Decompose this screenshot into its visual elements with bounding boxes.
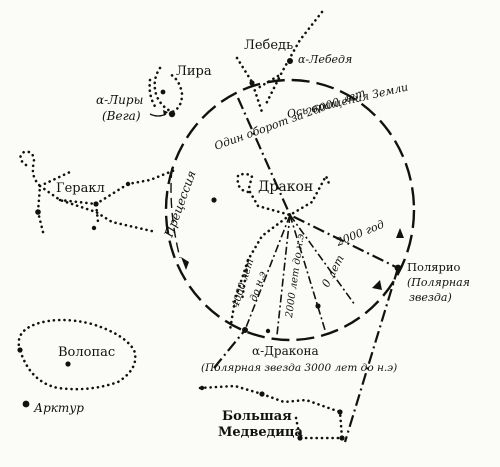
years-4000bc-label-1: 4000 лет [230,258,256,310]
thuban-label-2: (Полярная звезда 3000 лет до н.э) [201,362,397,374]
years-0-label: 0 лет [319,253,347,290]
bootes-label: Волопас [58,345,115,360]
year-2000-label: 2000 год [333,218,386,249]
ray-4000bc [244,214,291,331]
ray-0 [289,214,326,331]
axis-extension-line [343,267,400,443]
vega-pointer [149,113,167,117]
ursa-major-star-5 [199,385,205,391]
polaris-label-2: (Полярная [407,276,470,289]
draco-star-1 [211,197,217,203]
bootes-star-2 [65,361,71,367]
hercules-star-2 [93,201,99,207]
cygnus-label: Лебедь [244,38,293,53]
revolution-label: Один оборот за 26000 лет [213,86,368,153]
precession-arrow-right-lower [372,280,382,290]
draco-label: Дракон [258,179,313,195]
arcturus-star [22,400,30,408]
ursa-major-star-3 [339,435,345,441]
draco-star-3 [265,328,271,334]
cygnus-dots [235,10,324,114]
ursa-major-label-2: Медведица [218,425,304,440]
thuban-label-1: α-Дракона [252,344,319,358]
hercules-star-3 [91,225,97,231]
vega-star [168,110,176,118]
precession-arrow-left [181,257,189,270]
ray-2000bc [276,214,291,336]
precession-dashed-arc [170,167,181,259]
ursa-major-label-1: Большая [222,409,292,424]
hercules-star-1 [35,209,41,215]
bootes-star-1 [17,347,23,353]
ursa-major-star-2 [337,409,343,415]
ursa-major-star-4 [297,435,303,441]
polaris-star [394,264,402,272]
lyra-star [160,89,166,95]
vega-label-2: (Вега) [102,109,141,123]
polaris-label-1: Полярио [407,260,461,274]
ursa-major-star-1 [259,391,265,397]
draco-star-2 [315,303,321,309]
hercules-dots [19,150,177,238]
vega-label-1: α-Лиры [96,93,143,107]
earth-axis-line [236,97,399,269]
alpha-cygni-star [287,58,293,64]
arcturus-label: Арктур [33,401,84,415]
polaris-label-3: звезда) [409,291,452,304]
precession-arrow-right-upper [396,228,404,238]
hercules-star-4 [125,181,131,187]
alpha-cygni-label: α-Лебедя [298,53,352,66]
lyra-label: Лира [176,64,212,79]
vega-pointer-head [163,110,168,116]
hercules-label: Геракл [56,181,105,196]
thuban-star [242,327,248,333]
cygnus-star [249,80,255,86]
precession-circle [164,78,416,342]
ray-mid [289,214,356,306]
thuban-line [213,329,246,369]
years-2000bc-label: 2000 лет до н.э [284,233,307,320]
